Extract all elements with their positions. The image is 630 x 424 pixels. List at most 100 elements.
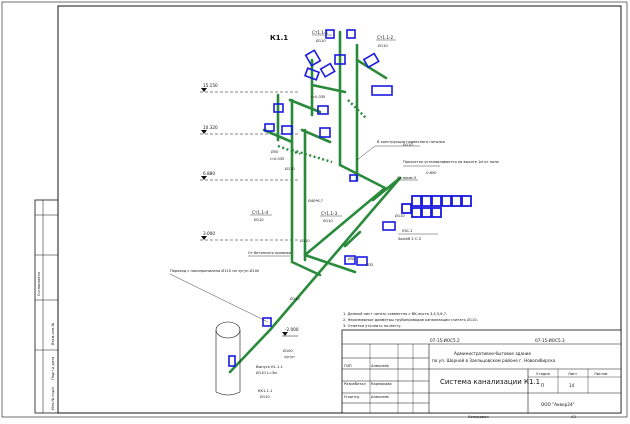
callout: Ø110 — [300, 238, 310, 243]
level-marks: 15.150 10.320 6.880 3.000 -2.000 — [200, 83, 300, 337]
callout: Ø110 — [403, 142, 413, 147]
side-label-replace: Взам.инв.№ — [51, 323, 55, 345]
level-mark: 10.320 — [200, 125, 300, 135]
svg-text:15.150: 15.150 — [203, 83, 218, 88]
callout: Переход с полипропилена Ø110 на чугун Ø1… — [169, 268, 269, 323]
callout: Прочистка устанавливается на высоте 1м о… — [403, 160, 499, 167]
callout: УЗС-1 Sololift 2 C-3 — [398, 229, 438, 241]
format-label: А3 — [571, 415, 576, 419]
svg-text:Ø110: Ø110 — [378, 43, 388, 48]
role-label: ГИП — [344, 364, 352, 368]
svg-text:Ø110: Ø110 — [290, 296, 300, 301]
svg-text:1. Данный лист читать совместн: 1. Данный лист читать совместно с ВК-лис… — [343, 312, 447, 316]
svg-text:УЗС-1: УЗС-1 — [402, 229, 413, 233]
callout: КК1.1-1 Ø110 — [258, 389, 272, 399]
callout: Ø32 — [366, 262, 373, 267]
svg-text:i=0.035: i=0.035 — [311, 95, 325, 99]
riser-label: Ст1.1-2 Ø110 — [376, 35, 396, 48]
sololift-units — [401, 195, 472, 218]
svg-text:-0.650: -0.650 — [425, 171, 437, 175]
svg-text:Ст1.1-4: Ст1.1-4 — [252, 210, 269, 215]
callout: Ø40*6,7 — [308, 198, 323, 203]
role-label: Н.контр. — [344, 395, 360, 399]
svg-text:Ø110: Ø110 — [285, 166, 295, 171]
svg-text:Ø110: Ø110 — [395, 213, 405, 218]
svg-text:Ст.прим.3: Ст.прим.3 — [397, 176, 416, 180]
role-name: Алексеев — [371, 364, 389, 368]
svg-text:3. Отметки уточнить по месту.: 3. Отметки уточнить по месту. — [343, 324, 402, 328]
callout: Ø50 — [348, 256, 356, 261]
level-mark: 3.000 — [200, 231, 300, 241]
outer-frame — [1, 1, 628, 418]
drawing-title: К1.1 — [270, 34, 288, 42]
svg-text:6.880: 6.880 — [203, 171, 215, 176]
notes: 1. Данный лист читать совместно с ВК-лис… — [343, 312, 478, 328]
title-block: 07-15-ИОС5.2 07-15-ИОС5.3 Административн… — [341, 329, 622, 414]
callout: От бетонного приямка — [248, 251, 291, 257]
project-name: Административно-бытовое здание — [454, 351, 531, 356]
role-name: Алексеев — [371, 395, 389, 399]
svg-text:3.000: 3.000 — [203, 231, 215, 236]
doc-code: 07-15-ИОС5.3 — [535, 338, 565, 343]
callout: Ø100 чугун — [283, 348, 295, 359]
svg-text:2. Неразмерные диаметры трубоп: 2. Неразмерные диаметры трубопроводов ка… — [343, 317, 478, 322]
svg-text:i=0.035: i=0.035 — [270, 157, 284, 161]
pipe-dashed — [277, 99, 367, 164]
stage-value: П — [541, 383, 544, 388]
level-mark: 6.880 — [200, 171, 300, 181]
col-stage: Стадия — [536, 372, 550, 376]
role-name: Кармакова — [371, 382, 392, 386]
callout: Ø110 — [290, 296, 300, 301]
svg-text:-2.000: -2.000 — [285, 327, 299, 332]
svg-text:Ø110: Ø110 — [300, 238, 310, 243]
svg-text:Прочистка устанавливается на в: Прочистка устанавливается на высоте 1м о… — [403, 160, 499, 164]
company-name: ООО "Аквер24" — [541, 402, 575, 407]
svg-text:Ø110: Ø110 — [316, 38, 326, 43]
fittings — [228, 29, 396, 367]
svg-text:Выпуск К1.1-1: Выпуск К1.1-1 — [256, 365, 283, 369]
callout: Ø50 — [271, 149, 279, 154]
inspection-well — [215, 321, 241, 396]
callout: Ø110 — [285, 166, 295, 171]
col-sheets: Листов — [594, 372, 607, 376]
side-label-inv: Инв.№ подл. — [51, 386, 55, 410]
svg-text:Ø110: Ø110 — [260, 394, 270, 399]
callout: i=0.035 — [270, 157, 284, 161]
copied-label: Копировал — [468, 415, 489, 419]
side-label-agreed: Согласовано — [37, 272, 41, 296]
svg-text:Ст1.1-2: Ст1.1-2 — [377, 35, 394, 40]
svg-text:Sololift 2 C-3: Sololift 2 C-3 — [398, 237, 421, 241]
pipe-network — [228, 30, 402, 374]
callout: -0.650 — [425, 171, 437, 175]
svg-text:Ø32: Ø32 — [366, 262, 373, 267]
svg-text:Ø110: Ø110 — [254, 217, 264, 222]
svg-text:Ст1.1-3: Ст1.1-3 — [321, 211, 338, 216]
svg-text:Ø110: Ø110 — [403, 142, 413, 147]
sheet-title: Система канализации К1.1 — [440, 378, 540, 386]
svg-text:Ø100: Ø100 — [283, 348, 293, 353]
level-mark: -2.000 — [282, 327, 299, 337]
project-location: по ул. Шорной в Заельцовском районе г. Н… — [432, 358, 556, 363]
svg-text:Ø50: Ø50 — [271, 149, 279, 154]
riser-label: Ст1.1-4 Ø110 — [250, 210, 272, 222]
side-strip: Согласовано Взам.инв.№ Подп.и дата Инв.№… — [34, 199, 59, 414]
level-mark: 15.150 — [200, 83, 300, 93]
riser-label: Ст1.1-3 Ø110 — [320, 211, 342, 223]
svg-text:Переход с полипропилена Ø110 н: Переход с полипропилена Ø110 на чугун Ø1… — [170, 268, 260, 273]
svg-text:Ø40*6,7: Ø40*6,7 — [308, 198, 323, 203]
sheet-value: 14 — [569, 383, 575, 388]
col-sheet: Лист — [568, 372, 577, 376]
side-label-sign: Подп.и дата — [51, 357, 55, 380]
callout: Выпуск К1.1-1 Ø110 L=3м — [256, 365, 283, 375]
svg-text:чугун: чугун — [284, 355, 295, 359]
svg-text:Ø50: Ø50 — [348, 256, 356, 261]
svg-text:Ø110 L=3м: Ø110 L=3м — [256, 370, 277, 375]
svg-text:Ст1.1-1: Ст1.1-1 — [312, 30, 329, 35]
callout: Ст.прим.3 — [397, 176, 418, 181]
svg-text:10.320: 10.320 — [203, 125, 218, 130]
svg-text:От бетонного приямка: От бетонного приямка — [248, 251, 291, 255]
svg-text:КК1.1-1: КК1.1-1 — [258, 389, 272, 393]
callout: i=0.035 — [311, 95, 325, 99]
